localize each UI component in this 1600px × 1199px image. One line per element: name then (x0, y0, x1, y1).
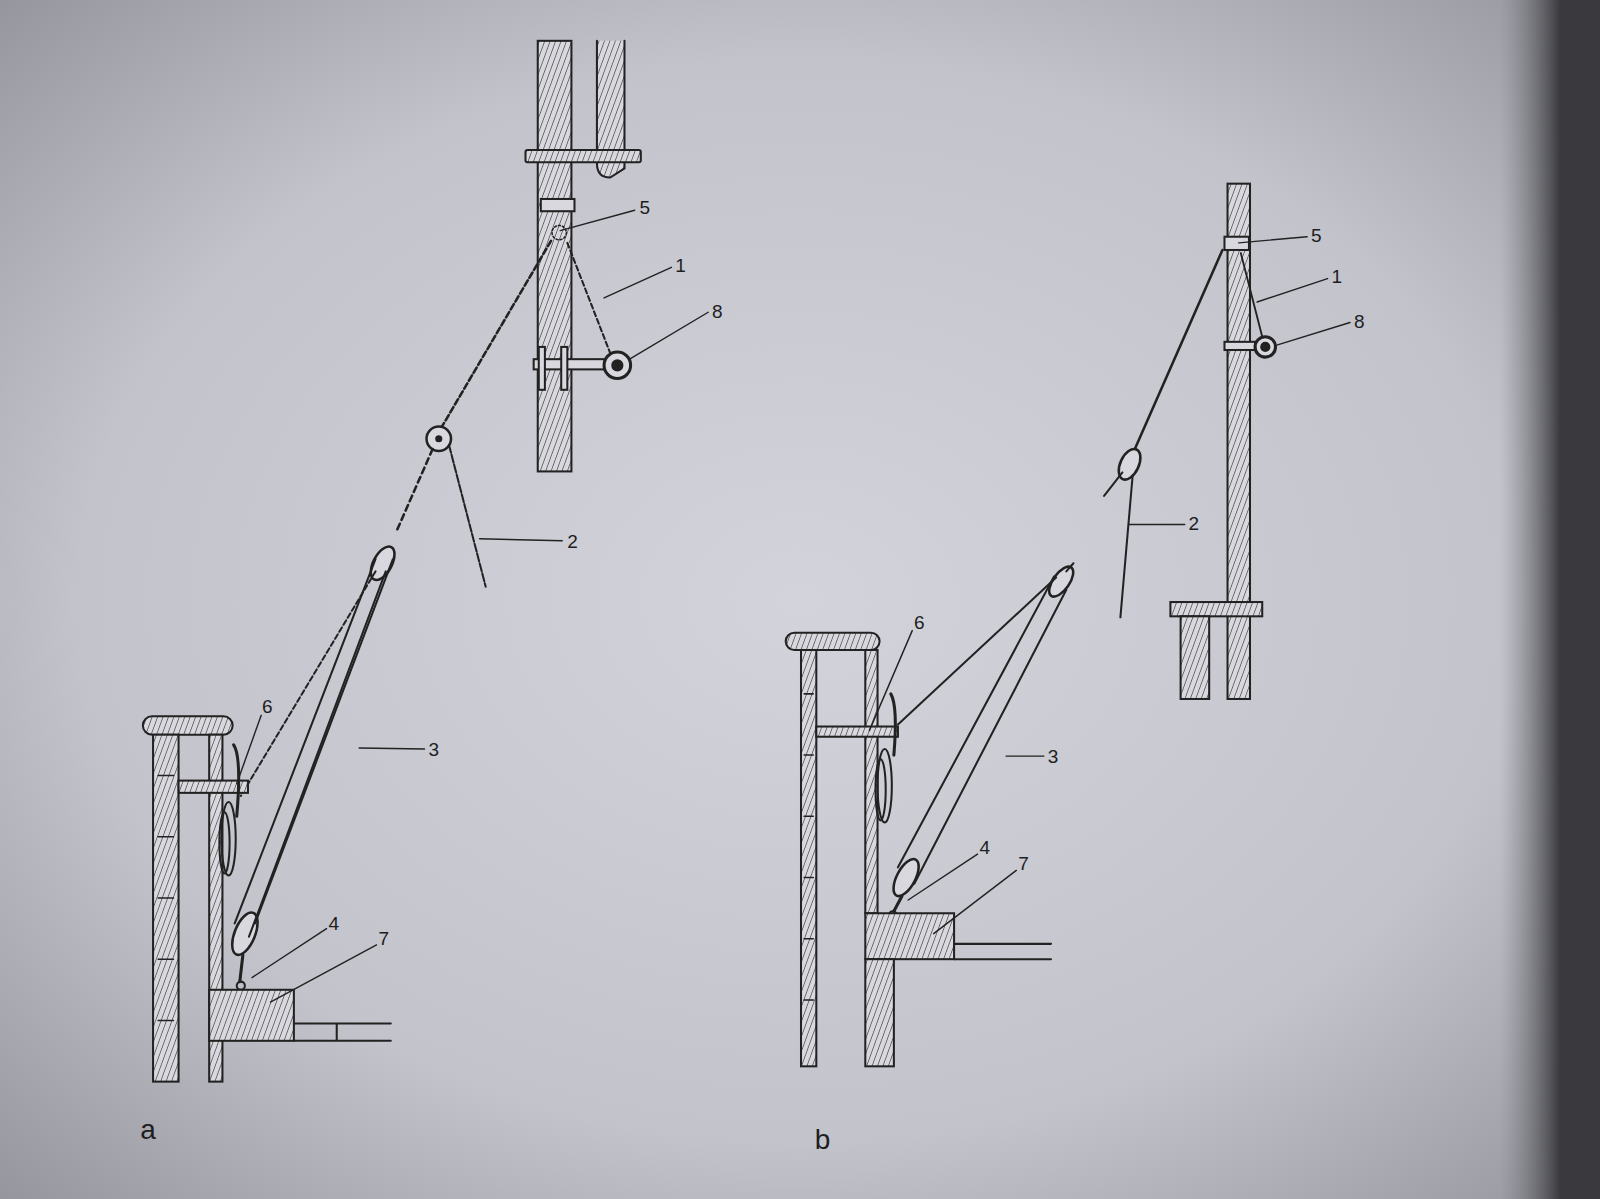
callout-number: 4 (328, 914, 339, 933)
callout-number: 3 (1048, 747, 1059, 766)
callout-number: 2 (567, 531, 578, 550)
callout-number: 7 (378, 928, 389, 947)
callout-number: 6 (914, 613, 925, 632)
panel-letter: b (815, 1126, 831, 1154)
callout-number: 4 (979, 837, 990, 856)
leader-lines (237, 210, 1350, 1002)
panel-a-drawing (143, 41, 641, 1082)
callout-number: 8 (1354, 312, 1365, 331)
page-edge (1560, 0, 1600, 1199)
callout-number: 5 (1311, 225, 1322, 244)
panel-letter: a (140, 1116, 156, 1144)
callout-number: 3 (428, 739, 439, 758)
page-shadow (1500, 0, 1560, 1199)
panel-b-drawing (786, 184, 1276, 1067)
callout-number: 5 (640, 198, 651, 217)
callout-number: 1 (675, 256, 686, 275)
callout-number: 6 (262, 697, 273, 716)
callout-number: 1 (1331, 266, 1342, 285)
callout-number: 7 (1018, 854, 1029, 873)
callout-number: 8 (712, 302, 723, 321)
callout-number: 2 (1189, 514, 1200, 533)
